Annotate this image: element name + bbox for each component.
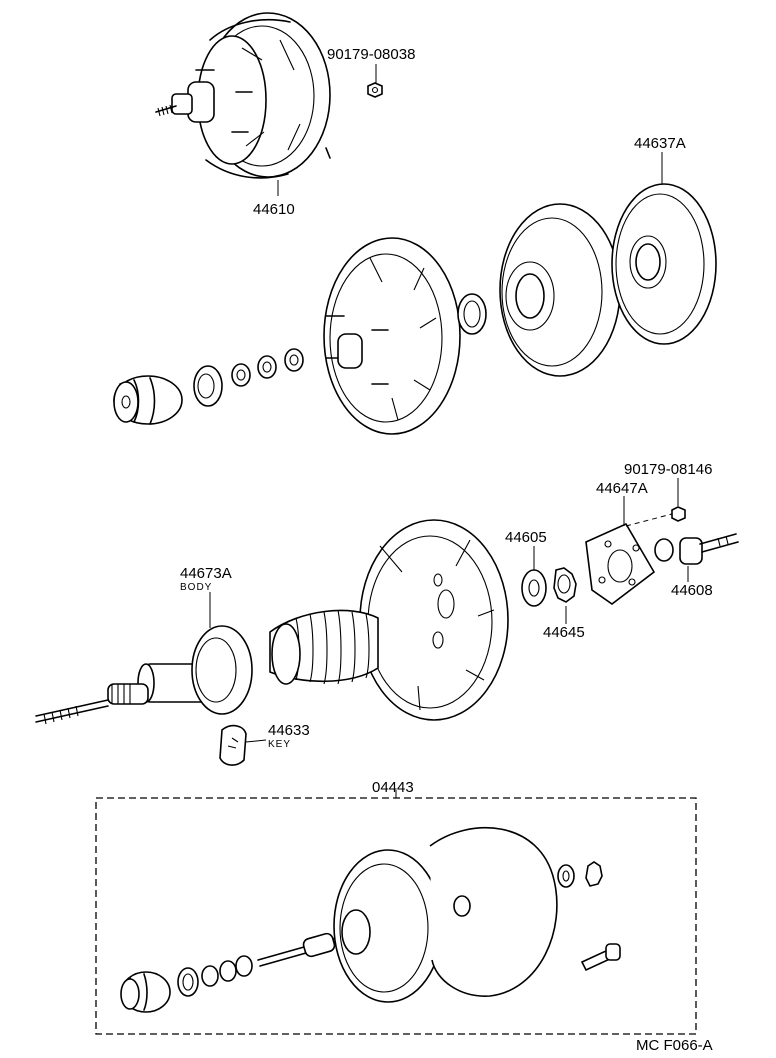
label-44637a: 44637A [634, 135, 686, 152]
label-44608: 44608 [671, 582, 713, 599]
label-44633: 44633 [268, 722, 310, 739]
kit-diaphragm [429, 827, 558, 997]
key-44633 [219, 724, 247, 766]
assembly-dashed-line [625, 513, 673, 527]
seal-44605 [521, 569, 547, 607]
label-90179-08146: 90179-08146 [624, 461, 712, 478]
kit-seals [177, 955, 253, 997]
nut-90179-08146 [671, 506, 686, 522]
o-ring [457, 293, 487, 335]
push-rod [35, 683, 149, 725]
small-washers [231, 348, 304, 387]
diagram-reference-code: MC F066-A [636, 1037, 713, 1054]
booster-assembly-44610 [155, 12, 331, 179]
check-valve-44608 [654, 533, 739, 565]
seal-ring [193, 365, 223, 407]
nut-90179-08038 [367, 82, 383, 98]
grommet [113, 375, 183, 425]
label-44645: 44645 [543, 624, 585, 641]
kit-small-parts [557, 861, 621, 972]
front-shell [323, 237, 461, 435]
bellows-boot [269, 609, 379, 685]
label-44605: 44605 [505, 529, 547, 546]
label-44647a: 44647A [596, 480, 648, 497]
diaphragm-44637a [611, 183, 717, 345]
label-04443: 04443 [372, 779, 414, 796]
kit-diaphragm-plate [333, 849, 443, 1003]
valve-body-44673a [137, 625, 253, 715]
gasket-44645 [553, 567, 577, 603]
label-44610: 44610 [253, 201, 295, 218]
label-body: BODY [180, 582, 212, 593]
label-90179-08038: 90179-08038 [327, 46, 415, 63]
rear-shell [359, 519, 509, 721]
kit-grommet [120, 971, 171, 1013]
leader-44633 [245, 739, 267, 743]
label-key: KEY [268, 739, 291, 750]
plate-44647a [585, 522, 656, 605]
diaphragm-plate [499, 203, 621, 377]
label-44673a: 44673A [180, 565, 232, 582]
